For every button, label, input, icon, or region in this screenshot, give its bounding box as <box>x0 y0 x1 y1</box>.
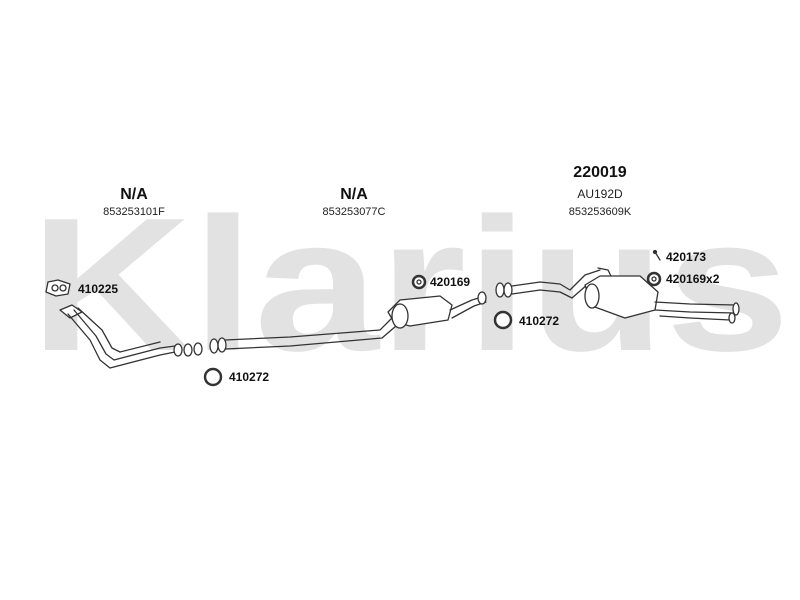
center-silencer <box>387 291 487 329</box>
label-hanger-rear: 420173 <box>666 250 707 264</box>
label-gasket-front: 410225 <box>78 282 119 296</box>
klarius-watermark: Klarius <box>30 200 790 370</box>
label-mount-rear: 420169x2 <box>666 272 720 286</box>
label-ring-mid: 410272 <box>229 370 270 384</box>
sealing-ring-icon-right <box>493 310 513 330</box>
rear-assembly <box>495 267 740 324</box>
rubber-mount-icon-rear <box>646 271 662 287</box>
label-mount-center: 420169 <box>430 275 471 289</box>
watermark-text: Klarius <box>30 200 790 370</box>
hanger-icon-rear <box>652 249 661 261</box>
rubber-mount-icon-center <box>411 274 427 290</box>
model-code-rear: AU192D <box>577 187 623 201</box>
part-number-front: 853253101F <box>103 206 165 218</box>
sealing-ring-icon-mid <box>203 367 223 387</box>
gasket-icon <box>45 279 71 297</box>
part-number-center: 853253077C <box>322 206 386 218</box>
front-downpipe <box>59 304 203 369</box>
intermediate-pipe <box>209 317 397 354</box>
section-heading-rear: 220019 <box>573 164 627 181</box>
part-number-rear: 853253609K <box>568 206 632 218</box>
section-heading-front: N/A <box>120 186 148 203</box>
section-heading-center: N/A <box>340 186 368 203</box>
label-ring-right: 410272 <box>519 314 560 328</box>
